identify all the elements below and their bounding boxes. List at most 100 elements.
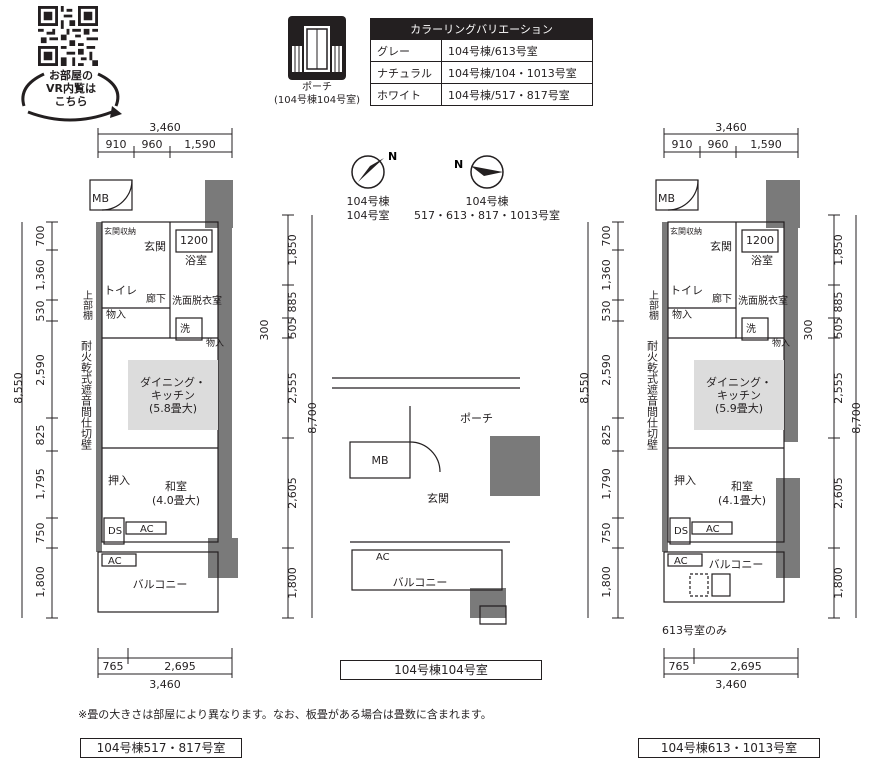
wall-label: 耐火乾式遮音間仕切壁 bbox=[646, 340, 659, 450]
ac-label: AC bbox=[376, 552, 390, 563]
dim-top: 960 bbox=[708, 138, 729, 151]
bath-size: 1200 bbox=[746, 234, 774, 247]
dim-left: 825 bbox=[34, 425, 47, 446]
room-storage-2: 物入 bbox=[206, 337, 224, 349]
room-balcony: バルコニー bbox=[133, 578, 188, 591]
color-table-title: カラーリングバリエーション bbox=[370, 18, 593, 40]
plan-caption-right: 104号棟613・1013号室 bbox=[638, 738, 820, 758]
color-units: 104号棟/613号室 bbox=[441, 39, 593, 62]
ac-label: AC bbox=[706, 524, 720, 535]
dim-left: 2,590 bbox=[34, 354, 47, 386]
compass-building: 104号棟 bbox=[465, 195, 509, 208]
vr-badge-line: お部屋の bbox=[49, 69, 93, 82]
dim-bottom: 765 bbox=[103, 660, 124, 673]
room-dining: ダイニング・ bbox=[140, 375, 206, 389]
room-balcony: バルコニー bbox=[709, 558, 764, 571]
dim-right: 505 bbox=[286, 318, 299, 339]
room-washitsu-size: (4.1畳大) bbox=[718, 493, 766, 507]
dim-right: 2,555 bbox=[286, 372, 299, 404]
porch-color-icon bbox=[288, 16, 346, 80]
room-hall: 廊下 bbox=[146, 292, 166, 305]
compass-n-label: N bbox=[388, 150, 397, 163]
dim-right: 2,555 bbox=[832, 372, 845, 404]
room-washitsu: 和室 bbox=[165, 479, 187, 493]
dim-top-total: 3,460 bbox=[149, 121, 181, 134]
room-storage: 物入 bbox=[106, 308, 126, 321]
footnote: ※畳の大きさは部屋により異なります。なお、板畳がある場合は畳数に含まれます。 bbox=[78, 708, 492, 721]
wall-label: 耐火乾式遮音間仕切壁 bbox=[80, 340, 93, 450]
dim-right-extra: 300 bbox=[802, 320, 815, 341]
room-dining-size: (5.8畳大) bbox=[149, 401, 197, 415]
upper-shelf: 上部棚 bbox=[647, 290, 659, 321]
dim-bottom-total: 3,460 bbox=[149, 678, 181, 691]
washer-symbol: 洗 bbox=[180, 323, 190, 335]
dim-left: 700 bbox=[34, 226, 47, 247]
room-washroom: 洗面脱衣室 bbox=[738, 294, 788, 307]
dim-top: 1,590 bbox=[750, 138, 782, 151]
dim-top: 910 bbox=[672, 138, 693, 151]
room-mb: MB bbox=[92, 192, 109, 205]
upper-shelf: 上部棚 bbox=[81, 290, 93, 321]
room-hall: 廊下 bbox=[712, 292, 732, 305]
compass-icon: N bbox=[351, 150, 397, 189]
room-mb: MB bbox=[371, 454, 388, 467]
room-oshiire: 押入 bbox=[108, 473, 130, 487]
room-entrance-storage: 玄関収納 bbox=[104, 226, 136, 236]
ac-label: AC bbox=[108, 556, 122, 567]
dim-left-total: 8,550 bbox=[578, 372, 591, 404]
dim-left: 1,795 bbox=[34, 468, 47, 500]
compass-unit: 104号室 bbox=[346, 209, 390, 222]
room-entrance: 玄関 bbox=[144, 239, 166, 253]
dim-top: 960 bbox=[142, 138, 163, 151]
room-kitchen: キッチン bbox=[151, 389, 195, 402]
room-washroom: 洗面脱衣室 bbox=[172, 294, 222, 307]
dim-top-total: 3,460 bbox=[715, 121, 747, 134]
dim-left: 1,800 bbox=[34, 566, 47, 598]
dim-right: 2,605 bbox=[286, 477, 299, 509]
color-name: グレー bbox=[370, 39, 442, 62]
compass-building: 104号棟 bbox=[346, 195, 390, 208]
room-dining: ダイニング・ bbox=[706, 375, 772, 389]
dim-left: 2,590 bbox=[600, 354, 613, 386]
circular-arrow-icon bbox=[21, 72, 122, 122]
dim-left: 1,360 bbox=[600, 259, 613, 291]
dim-left-total: 8,550 bbox=[12, 372, 25, 404]
bath-size: 1200 bbox=[180, 234, 208, 247]
room-storage: 物入 bbox=[672, 308, 692, 321]
dim-left: 1,360 bbox=[34, 259, 47, 291]
dim-top: 910 bbox=[106, 138, 127, 151]
room-mb: MB bbox=[658, 192, 675, 205]
dim-left: 1,790 bbox=[600, 468, 613, 500]
floor-plan-center: ポーチ MB 玄関 AC バルコニー bbox=[332, 377, 540, 625]
room-washitsu: 和室 bbox=[731, 479, 753, 493]
dim-left: 530 bbox=[600, 301, 613, 322]
only-613-note: 613号室のみ bbox=[662, 623, 727, 637]
room-bath: 浴室 bbox=[751, 253, 773, 267]
dim-left: 825 bbox=[600, 425, 613, 446]
dim-right: 505 bbox=[832, 318, 845, 339]
qr-code[interactable] bbox=[38, 6, 98, 66]
room-entrance: 玄関 bbox=[427, 491, 449, 505]
dim-right-total: 8,700 bbox=[850, 402, 863, 434]
room-oshiire: 押入 bbox=[674, 473, 696, 487]
floor-plan-right: 3,460 910 960 1,590 765 2,695 3,460 8,55… bbox=[578, 121, 863, 691]
dim-right: 885 bbox=[286, 292, 299, 313]
table-row: ホワイト 104号棟/517・817号室 bbox=[370, 83, 593, 106]
vr-tour-badge[interactable]: お部屋の VR内覧は こちら bbox=[14, 66, 126, 124]
porch-label: ポーチ bbox=[460, 412, 493, 425]
dim-left: 750 bbox=[34, 523, 47, 544]
dim-bottom: 765 bbox=[669, 660, 690, 673]
room-kitchen: キッチン bbox=[717, 389, 761, 402]
room-toilet: トイレ bbox=[104, 284, 137, 297]
room-bath: 浴室 bbox=[185, 253, 207, 267]
room-washitsu-size: (4.0畳大) bbox=[152, 493, 200, 507]
dim-right: 1,850 bbox=[286, 234, 299, 266]
plan-caption-left: 104号棟517・817号室 bbox=[80, 738, 242, 758]
dim-left: 1,800 bbox=[600, 566, 613, 598]
dim-right: 1,800 bbox=[286, 567, 299, 599]
table-row: ナチュラル 104号棟/104・1013号室 bbox=[370, 61, 593, 84]
compass-unit: 517・613・817・1013号室 bbox=[414, 209, 560, 222]
dim-right: 885 bbox=[832, 292, 845, 313]
dim-right: 1,850 bbox=[832, 234, 845, 266]
color-name: ナチュラル bbox=[370, 61, 442, 84]
